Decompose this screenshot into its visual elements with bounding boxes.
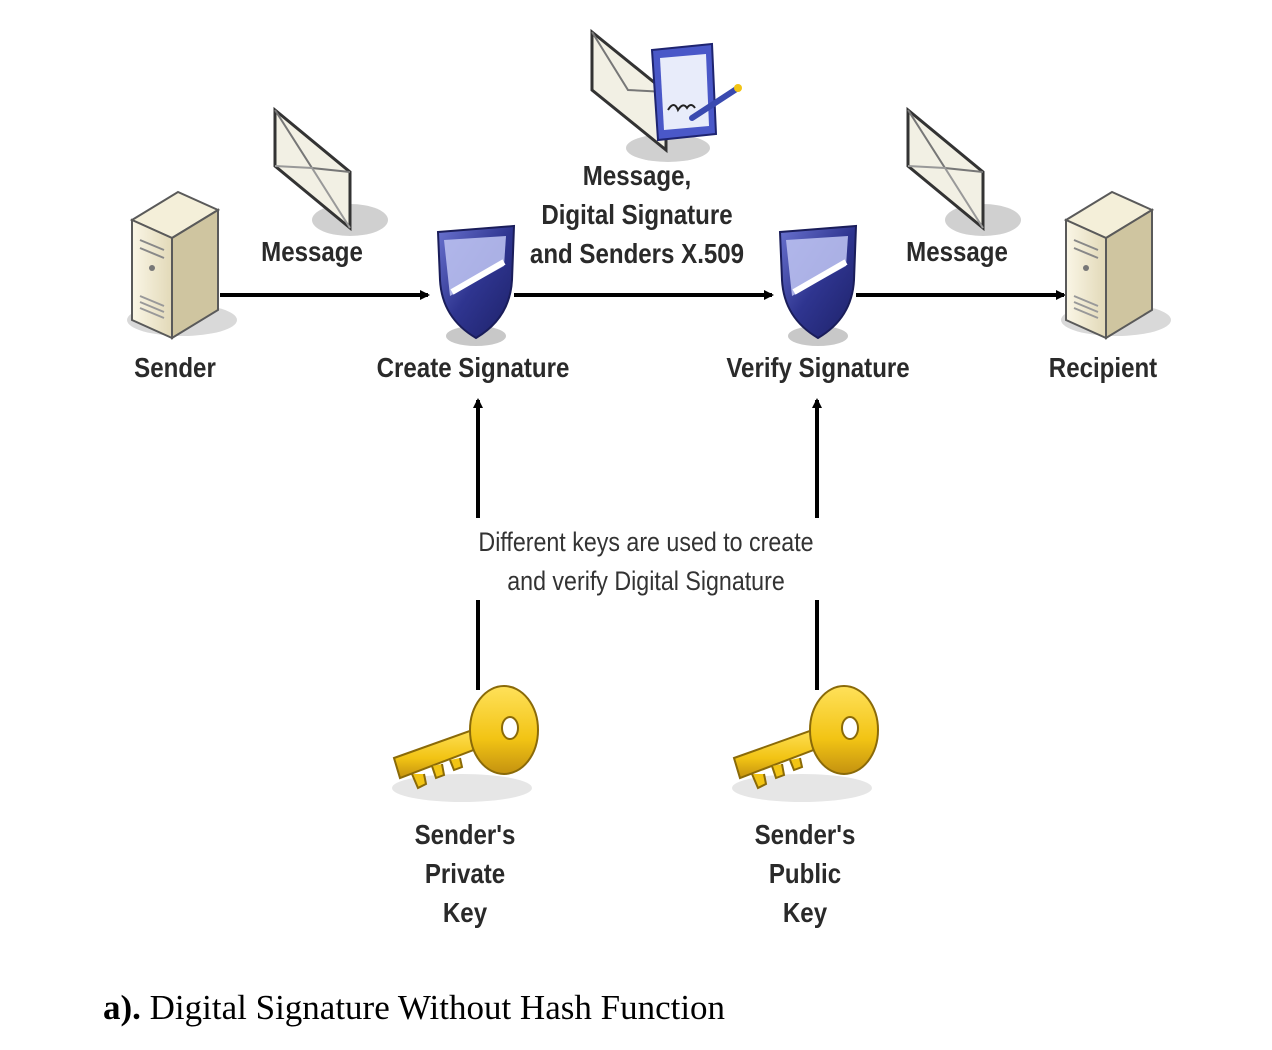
key-label-public: Sender's Public Key xyxy=(754,819,856,928)
shield-icon-create-signature xyxy=(436,224,516,346)
edge-label-message-out: Message xyxy=(906,236,1008,267)
edge-label-signed-bundle: Message, Digital Signature and Senders X… xyxy=(529,160,745,269)
node-label-create-signature: Create Signature xyxy=(376,352,570,383)
node-label-verify-signature: Verify Signature xyxy=(726,352,910,383)
envelope-icon-message-out xyxy=(906,106,1021,236)
recipient-server-icon xyxy=(1061,190,1171,340)
signed-envelope-icon xyxy=(590,28,742,162)
key-icon-private xyxy=(392,685,539,802)
shield-icon-verify-signature xyxy=(778,224,858,346)
edge-label-message-in: Message xyxy=(261,236,363,267)
envelope-icon-message-in xyxy=(273,106,388,236)
caption-prefix: a). xyxy=(103,988,141,1027)
key-icon-public xyxy=(732,685,879,802)
figure-caption: a). Digital Signature Without Hash Funct… xyxy=(103,988,725,1028)
node-label-recipient: Recipient xyxy=(1048,352,1158,383)
sender-server-icon xyxy=(127,190,237,340)
caption-text: Digital Signature Without Hash Function xyxy=(140,988,726,1027)
key-label-private: Sender's Private Key xyxy=(414,819,516,928)
node-label-sender: Sender xyxy=(134,352,216,383)
keys-note: Different keys are used to create and ve… xyxy=(478,527,814,596)
